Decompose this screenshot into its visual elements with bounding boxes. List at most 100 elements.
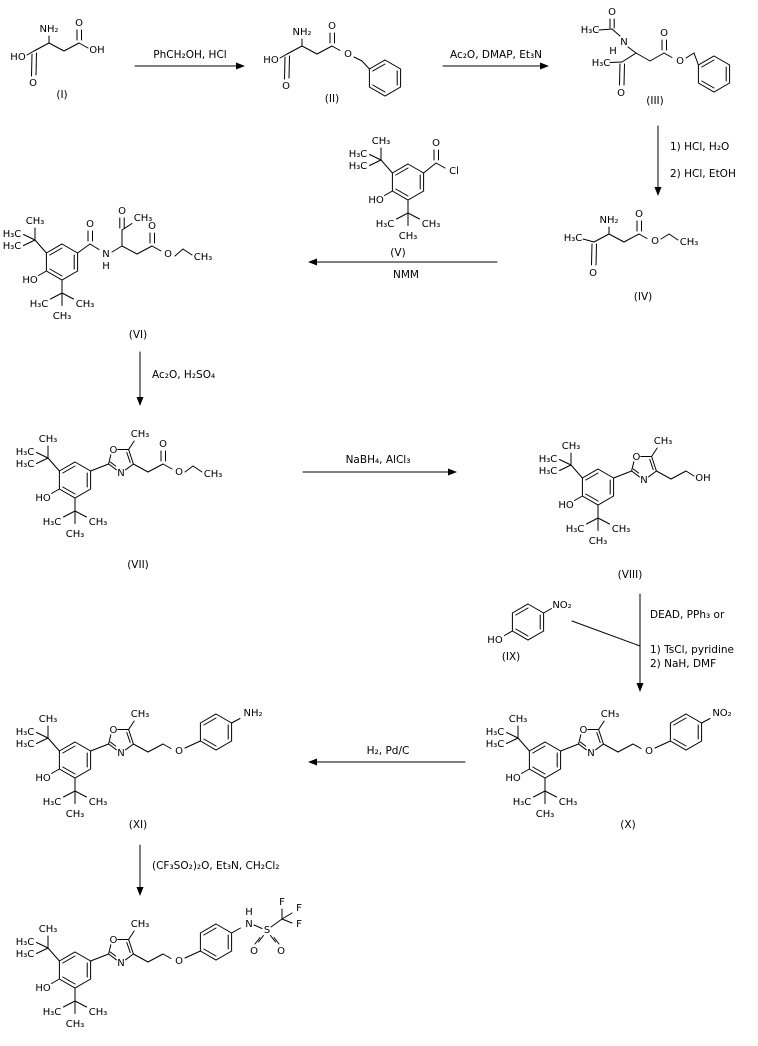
compound-I-structure: HO O NH₂ O OH (I) [10,18,104,101]
compound-label-X: (X) [620,819,635,831]
atom-label-N: N [245,919,252,930]
atom-label-O: O [175,956,183,967]
atom-label-O: O [175,746,183,757]
compound-label-VIII: (VIII) [618,569,643,581]
arrowhead [448,468,457,476]
reaction-arrow-step6: NaBH₄, AlCl₃ [302,454,457,476]
atom-label-O: O [86,219,94,230]
atom-label-O: O [608,7,616,18]
compound-VII-structure: O O CH₃ (VII) [15,428,223,571]
atom-label-O: O [432,138,440,149]
atom-label-O: O [277,946,285,957]
atom-label-CH3: CH₃ [204,469,223,480]
reagent-label-step6: NaBH₄, AlCl₃ [346,454,411,466]
atom-label-OH: OH [695,473,710,484]
atom-label-NH2: NH₂ [599,215,618,226]
arrowhead [654,187,662,196]
reagent-label-step4: NMM [393,269,419,281]
atom-label-O: O [328,21,336,32]
atom-label-H: H [245,907,253,918]
compound-label-I: (I) [56,89,67,101]
arrowhead [308,758,317,766]
atom-label-F: F [279,897,285,908]
arrowhead [236,62,245,70]
benzene-ring [199,713,233,751]
compound-II-structure: HO O NH₂ O O (II) [263,21,402,105]
compound-X-structure: O NO₂ (X) [485,708,732,831]
compound-V-structure: O Cl (V) [348,135,459,259]
methyl-oxazole-ring-group [108,708,150,760]
atom-label-O: O [651,236,659,247]
di-tert-butyl-hydroxyphenyl-group [15,713,108,821]
atom-label-HO: HO [10,52,26,63]
atom-label-O: O [344,49,352,60]
compound-label-II: (II) [325,93,339,105]
arrowhead [540,62,549,70]
compound-XI-structure: O NH₂ (XI) [15,708,263,831]
atom-label-N: N [620,37,627,48]
di-tert-butyl-hydroxyphenyl-group [2,215,95,323]
atom-label-O: O [660,28,668,39]
compound-VIII-structure: OH (VIII) [538,435,711,581]
reagent-label-step8: H₂, Pd/C [367,745,410,757]
reagent-label-step1: PhCH₂OH, HCl [153,49,226,61]
atom-label-Cl: Cl [449,166,459,177]
atom-label-O: O [635,209,643,220]
arrowhead [308,258,317,266]
reagent-label-step5: Ac₂O, H₂SO₄ [152,369,215,381]
compound-IV-structure: H₃C O NH₂ O O CH₃ (IV) [564,209,699,303]
atom-label-O: O [164,249,172,260]
reagent-label-step9: (CF₃SO₂)₂O, Et₃N, CH₂Cl₂ [152,860,279,872]
reagent-label-step7c: 2) NaH, DMF [650,658,716,670]
atom-label-O: O [118,206,126,217]
reaction-arrow-step7: DEAD, PPh₃ or 1) TsCl, pyridine 2) NaH, … [571,593,734,692]
di-tert-butyl-hydroxyphenyl-group [485,713,578,821]
di-tert-butyl-hydroxyphenyl-group [15,433,108,541]
compound-III-structure: O H₃C N H H₃C O O O (III) [581,7,731,107]
di-tert-butyl-hydroxyphenyl-group [538,440,631,548]
reagent-label-step2: Ac₂O, DMAP, Et₃N [450,49,542,61]
compound-label-III: (III) [646,95,663,107]
benzene-ring [511,603,545,641]
atom-label-H3C: H₃C [592,58,611,69]
compound-label-VI: (VI) [129,329,147,341]
reaction-arrow-step2: Ac₂O, DMAP, Et₃N [442,49,549,70]
atom-label-NH2: NH₂ [39,24,58,35]
compound-label-IV: (IV) [634,291,652,303]
atom-label-O: O [645,746,653,757]
atom-label-S: S [264,925,270,936]
compound-IX-structure: HO NO₂ (IX) [487,600,571,663]
atom-label-NO2: NO₂ [712,708,731,719]
compound-label-VII: (VII) [127,559,149,571]
atom-label-F: F [296,903,302,914]
atom-label-OH: OH [89,45,104,56]
reagent-label-step7a: DEAD, PPh₃ or [650,609,725,621]
atom-label-O: O [148,221,156,232]
atom-label-NH2: NH₂ [243,708,262,719]
atom-label-CH3: CH₃ [134,213,153,224]
methyl-oxazole-ring-group [108,428,150,480]
atom-label-NH2: NH₂ [292,27,311,38]
atom-label-O: O [29,78,37,89]
reaction-arrow-step8: H₂, Pd/C [308,745,466,766]
reagent-label-step7b: 1) TsCl, pyridine [650,644,734,656]
benzene-ring [368,59,402,97]
atom-label-H: H [609,46,617,57]
atom-label-CH3: CH₃ [194,252,213,263]
di-tert-butyl-hydroxyphenyl-group [15,923,108,1031]
benzene-ring [697,55,731,93]
methyl-oxazole-ring-group [631,435,673,487]
reaction-arrow-step5: Ac₂O, H₂SO₄ [136,351,215,406]
atom-label-NO2: NO₂ [552,600,571,611]
atom-label-H: H [102,261,110,272]
compound-VI-structure: O N H O CH₃ O O CH₃ (VI) [2,206,213,341]
atom-label-O: O [617,88,625,99]
atom-label-O: O [75,18,83,29]
reaction-arrow-step1: PhCH₂OH, HCl [134,49,245,70]
di-tert-butyl-hydroxyphenyl-group [348,135,441,243]
reagent-label-step3b: 2) HCl, EtOH [670,168,736,180]
reaction-arrow-step9: (CF₃SO₂)₂O, Et₃N, CH₂Cl₂ [136,844,279,896]
benzene-ring [669,713,703,751]
